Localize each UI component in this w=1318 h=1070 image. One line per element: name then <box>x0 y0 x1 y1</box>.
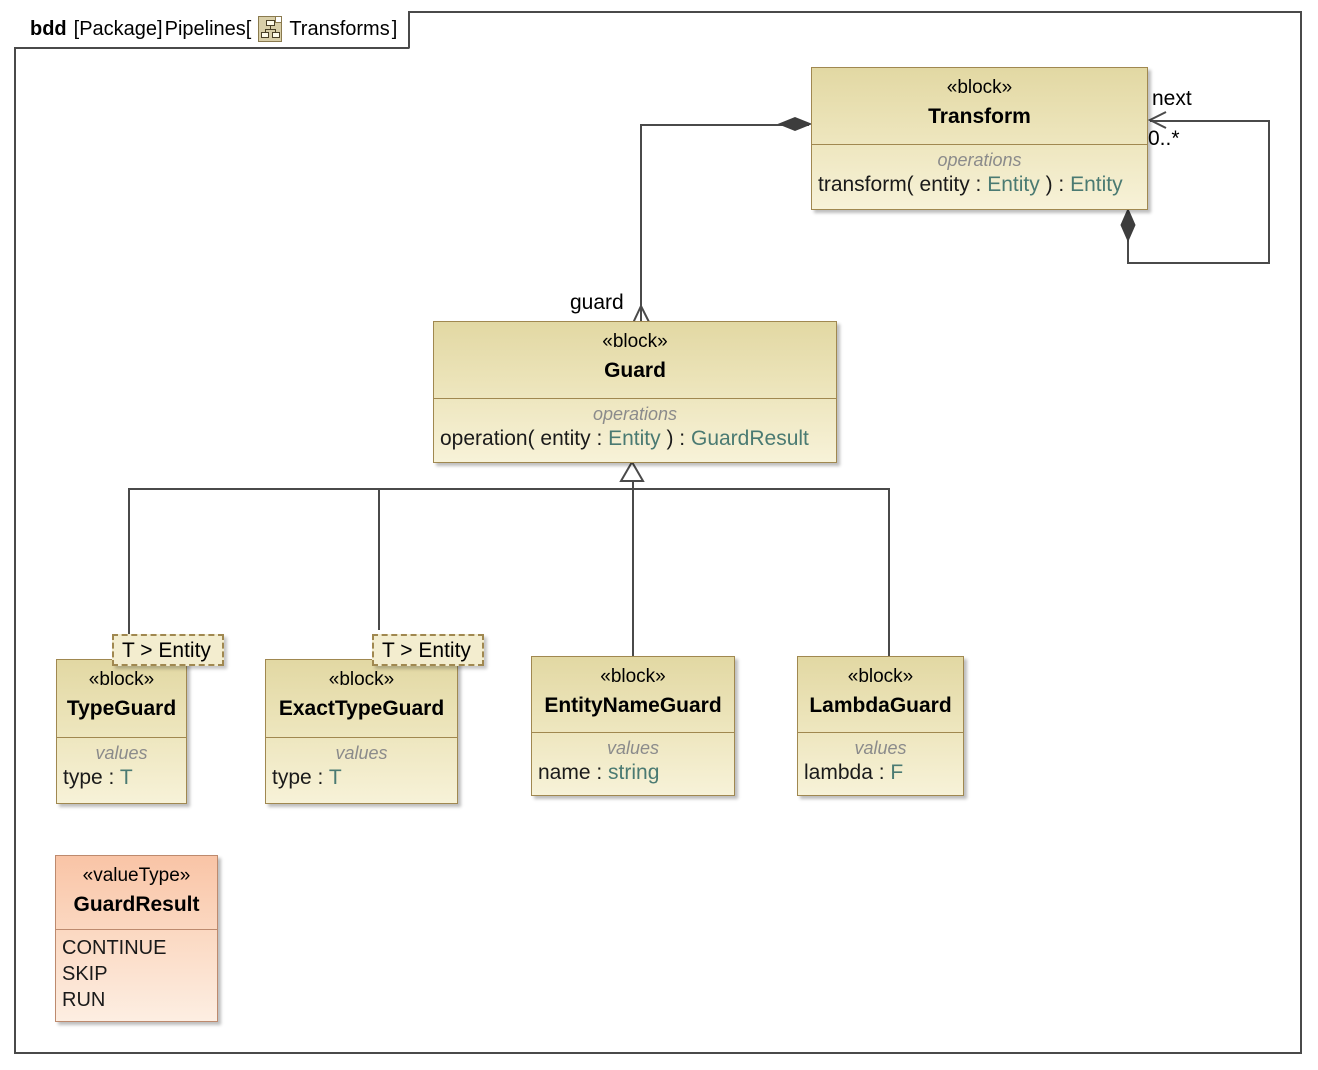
block-entitynameguard-header: «block» EntityNameGuard <box>532 657 734 732</box>
valuetype-guardresult-literals: CONTINUE SKIP RUN <box>56 929 217 1021</box>
block-exacttypeguard-stereotype: «block» <box>328 669 395 690</box>
self-assoc-segment-down <box>1127 210 1129 264</box>
block-guard-header: «block» Guard <box>434 322 836 398</box>
block-transform[interactable]: «block» Transform operations transform( … <box>811 67 1148 210</box>
feature-exacttypeguard-type: type : T <box>272 766 342 789</box>
block-transform-header: «block» Transform <box>812 68 1147 144</box>
generalization-drop-entitynameguard <box>632 488 634 656</box>
generalization-joint <box>632 488 634 490</box>
block-lambdaguard-header: «block» LambdaGuard <box>798 657 963 732</box>
block-guard-name: Guard <box>604 359 666 382</box>
block-typeguard[interactable]: «block» TypeGuard values type : T <box>56 659 187 804</box>
enum-literal: RUN <box>62 989 106 1011</box>
guard-assoc-role-label: guard <box>570 291 624 314</box>
diagram-scope-label: [Package] <box>73 17 163 40</box>
valuetype-guardresult-stereotype: «valueType» <box>82 865 191 886</box>
compartment-label-values: values <box>854 738 907 758</box>
diagram-package-label: Pipelines[ <box>164 17 252 40</box>
generalization-drop-exacttypeguard <box>378 488 380 630</box>
block-typeguard-stereotype: «block» <box>88 669 155 690</box>
block-lambdaguard-stereotype: «block» <box>847 666 914 687</box>
enum-literal: SKIP <box>62 963 108 985</box>
valuetype-guardresult-name: GuardResult <box>73 893 200 916</box>
block-lambdaguard-values: values lambda : F <box>798 732 963 793</box>
guard-assoc-segment-horizontal <box>641 124 809 126</box>
block-transform-operations: operations transform( entity : Entity ) … <box>812 144 1147 205</box>
block-guard-operations: operations operation( entity : Entity ) … <box>434 398 836 459</box>
generalization-bus <box>128 488 889 490</box>
enum-literal: CONTINUE <box>62 937 167 959</box>
block-transform-name: Transform <box>928 105 1031 128</box>
block-guard[interactable]: «block» Guard operations operation( enti… <box>433 321 837 463</box>
block-entitynameguard-name: EntityNameGuard <box>544 694 722 717</box>
compartment-label-values: values <box>606 738 660 758</box>
block-typeguard-values: values type : T <box>57 737 186 798</box>
block-exacttypeguard-header: «block» ExactTypeGuard <box>266 660 457 737</box>
block-entitynameguard-stereotype: «block» <box>600 666 666 687</box>
compartment-label-values: values <box>335 743 388 763</box>
self-assoc-segment-bottom <box>1127 262 1270 264</box>
block-lambdaguard-name: LambdaGuard <box>809 694 952 717</box>
block-typeguard-header: «block» TypeGuard <box>57 660 186 737</box>
diagram-frame-header: bdd [Package] Pipelines[ Transforms ] <box>14 11 411 49</box>
feature-transform-operation: transform( entity : Entity ) : Entity <box>818 173 1123 196</box>
feature-lambdaguard-lambda: lambda : F <box>804 761 904 784</box>
valuetype-guardresult[interactable]: «valueType» GuardResult CONTINUE SKIP RU… <box>55 855 218 1022</box>
diagram-name-label: Transforms <box>289 17 390 40</box>
feature-guard-operation: operation( entity : Entity ) : GuardResu… <box>440 427 809 450</box>
generalization-stem <box>632 474 634 490</box>
block-guard-stereotype: «block» <box>602 331 668 352</box>
block-definition-diagram-icon <box>258 16 283 42</box>
template-parameter-exacttypeguard: T > Entity <box>372 634 484 666</box>
diagram-close-bracket: ] <box>391 17 398 40</box>
block-transform-stereotype: «block» <box>946 77 1013 98</box>
block-exacttypeguard[interactable]: «block» ExactTypeGuard values type : T <box>265 659 458 804</box>
compartment-label-values: values <box>95 743 148 763</box>
self-assoc-multiplicity-label: 0..* <box>1148 127 1180 150</box>
self-assoc-segment-top <box>1150 120 1270 122</box>
feature-entitynameguard-name: name : string <box>538 761 660 784</box>
generalization-drop-lambdaguard <box>888 488 890 656</box>
compartment-label-operations: operations <box>937 150 1022 170</box>
block-typeguard-name: TypeGuard <box>66 697 177 720</box>
block-lambdaguard[interactable]: «block» LambdaGuard values lambda : F <box>797 656 964 796</box>
diagram-kind-label: bdd <box>30 17 67 40</box>
self-assoc-segment-right <box>1268 120 1270 264</box>
self-assoc-role-label: next <box>1152 87 1192 110</box>
feature-typeguard-type: type : T <box>63 766 133 789</box>
block-exacttypeguard-name: ExactTypeGuard <box>278 697 445 720</box>
block-entitynameguard[interactable]: «block» EntityNameGuard values name : st… <box>531 656 735 796</box>
generalization-drop-typeguard <box>128 488 130 640</box>
guard-assoc-segment-vertical <box>640 124 642 320</box>
compartment-label-operations: operations <box>592 404 678 424</box>
template-parameter-typeguard: T > Entity <box>112 634 224 666</box>
block-entitynameguard-values: values name : string <box>532 732 734 793</box>
valuetype-guardresult-header: «valueType» GuardResult <box>56 856 217 929</box>
block-exacttypeguard-values: values type : T <box>266 737 457 798</box>
